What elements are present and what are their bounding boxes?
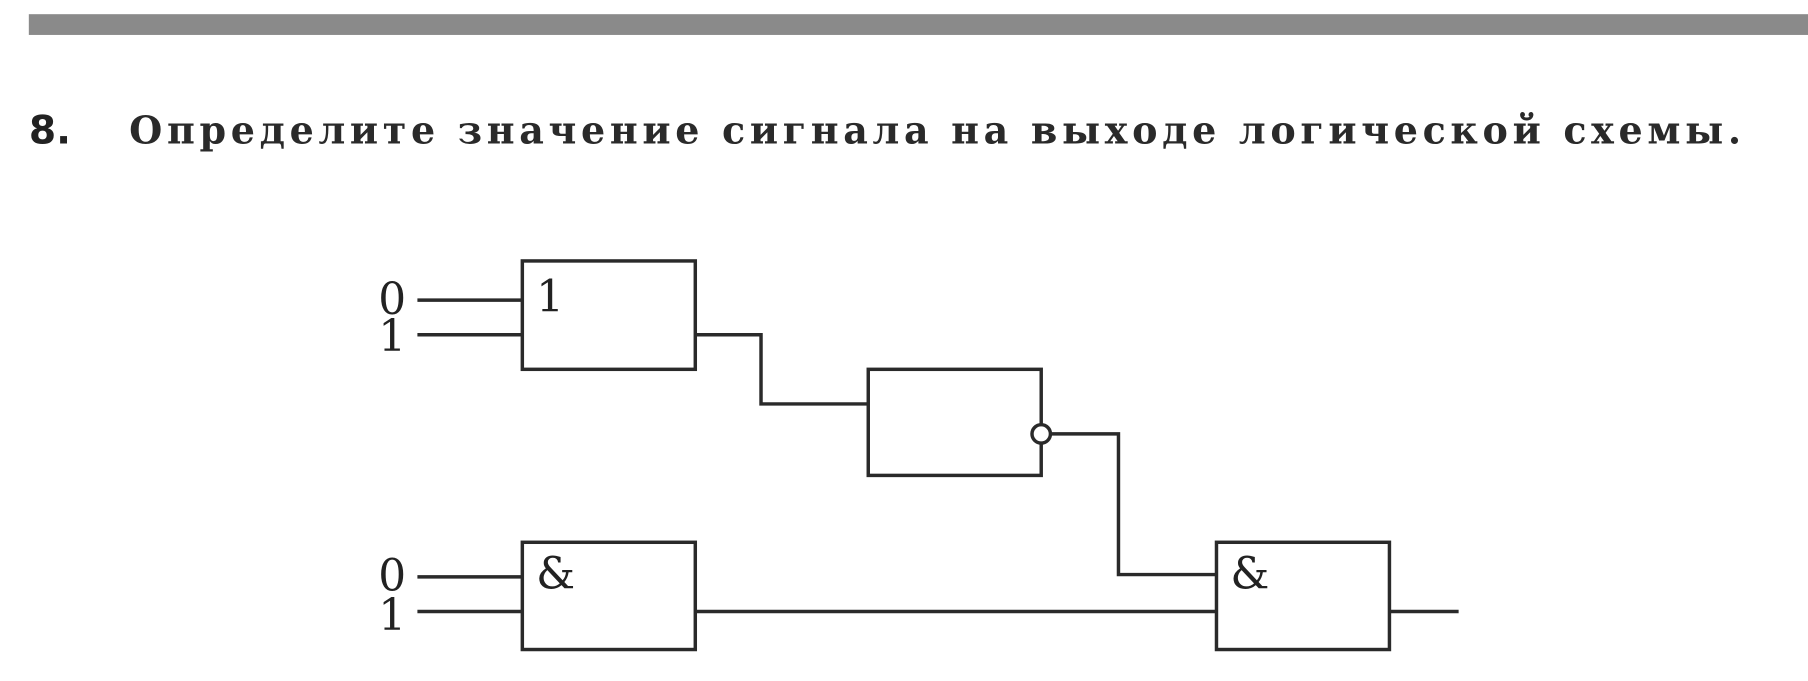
and-gate-1: & bbox=[520, 540, 698, 652]
or-gate: 1 bbox=[520, 259, 698, 372]
and-gate-1-symbol: & bbox=[536, 548, 575, 599]
header-rule-bar bbox=[28, 14, 1808, 35]
question-text: Определите значение сигнала на выходе ло… bbox=[129, 107, 1741, 152]
and-gate-2-box bbox=[1214, 540, 1392, 652]
question-number: 8. bbox=[29, 108, 71, 153]
or-input-b-label: 1 bbox=[378, 311, 406, 362]
and-gate-1-box bbox=[520, 540, 698, 652]
and-input-a-label: 0 bbox=[378, 551, 406, 602]
and-gate-2: & bbox=[1214, 540, 1392, 652]
inversion-bubble-icon bbox=[1030, 422, 1053, 445]
or-to-not-wire bbox=[695, 333, 869, 406]
not-to-and2-wire bbox=[1050, 432, 1217, 577]
and-input-b-label: 1 bbox=[378, 590, 406, 641]
not-gate-box bbox=[866, 367, 1043, 478]
or-gate-box bbox=[520, 259, 698, 372]
and-gate-2-symbol: & bbox=[1230, 548, 1269, 599]
or-input-a-label: 0 bbox=[378, 274, 406, 325]
not-gate bbox=[866, 367, 1053, 478]
or-gate-symbol: 1 bbox=[536, 272, 564, 323]
